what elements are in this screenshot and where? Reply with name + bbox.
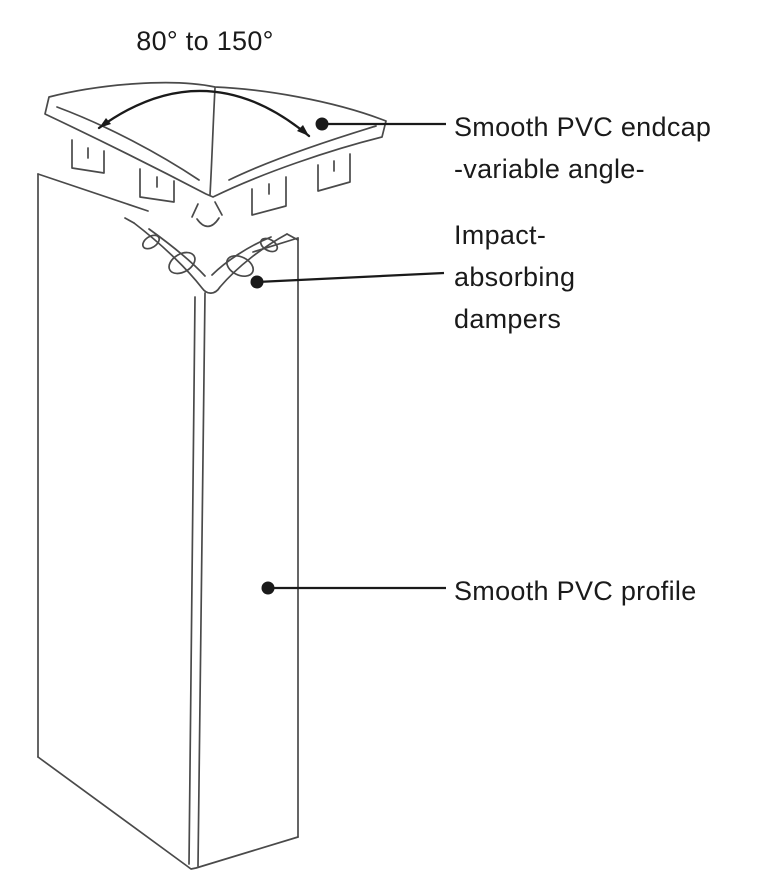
clip-mechanism-lines [191,201,223,228]
profile-top-left-edge [37,173,149,212]
callout-leaders [250,117,446,595]
damper-collar [124,201,299,294]
leader-line-dampers [256,271,445,284]
callout-profile: Smooth PVC profile [454,570,697,612]
collar-inner-edge [148,228,272,277]
profile-front-corner-edge [188,296,196,865]
profile-bottom-edges [37,756,299,870]
damper-large-right [225,254,255,278]
callout-endcap: Smooth PVC endcap -variable angle- [454,106,711,190]
leader-dot-profile [261,581,275,595]
callout-profile-line-1: Smooth PVC profile [454,576,697,606]
callout-endcap-line-1: Smooth PVC endcap [454,112,712,142]
endcap-tab-4 [317,153,351,192]
callout-dampers-line-3: dampers [454,304,562,334]
leader-dot-endcap [315,117,329,131]
collar-connectors [124,217,299,241]
corner-guard-drawing [37,81,387,870]
angle-arc-arrowhead-left [99,118,111,128]
damper-small-left [141,234,161,250]
callout-dampers-line-1: Impact- [454,220,547,250]
endcap-tab-1 [71,139,105,174]
angle-arc-curve [97,89,311,138]
angle-arc-arrowhead-right [297,125,309,136]
damper-large-left [168,251,196,275]
callout-endcap-line-2: -variable angle- [454,154,645,184]
endcap-outline [44,81,387,198]
endcap-tab-2 [139,168,175,203]
endcap-tab-notches [87,147,335,195]
leader-dot-dampers [250,275,264,289]
callout-dampers-line-2: absorbing [454,262,576,292]
angle-arc [97,89,311,138]
pvc-profile-body [37,173,299,870]
endcap-tab-3 [251,176,287,216]
endcap-rim-lines [56,106,377,181]
profile-front-corner-edge-2 [197,292,206,867]
collar-outer-edge [133,222,288,294]
damper-small-right [259,237,279,253]
angle-range-label: 80° to 150° [136,26,274,56]
pvc-endcap [44,81,387,216]
endcap-center-ridge [209,87,216,196]
callout-dampers: Impact- absorbing dampers [454,214,575,340]
